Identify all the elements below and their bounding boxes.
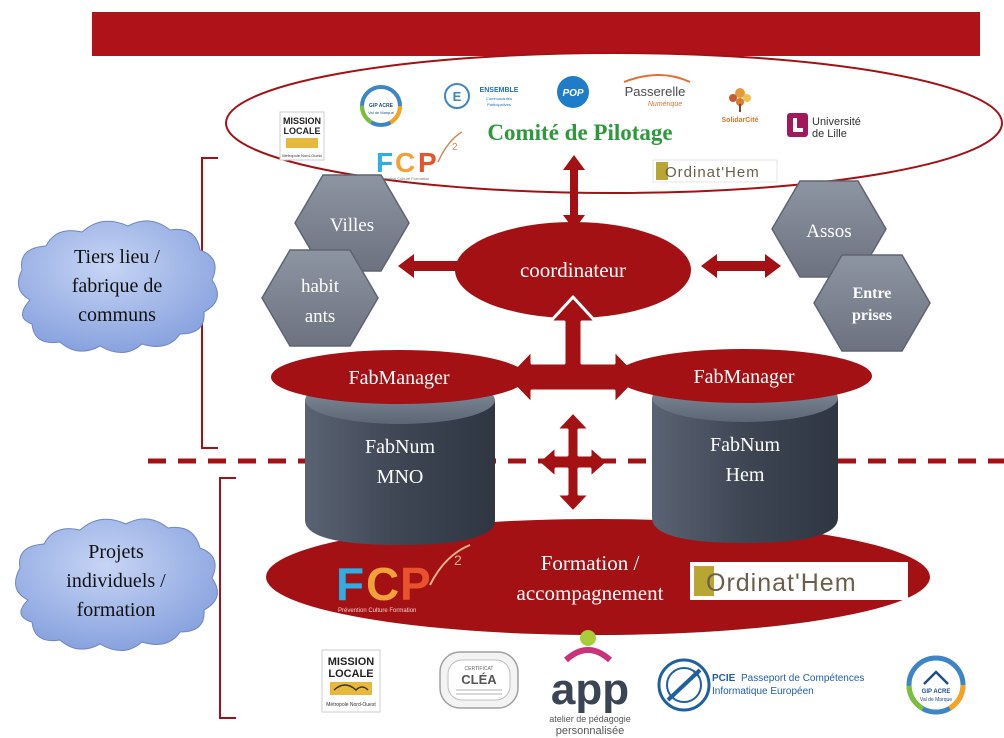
svg-text:ENSEMBLE: ENSEMBLE <box>480 87 519 94</box>
committee-coordinator-arrow <box>563 155 585 230</box>
svg-text:Entre: Entre <box>853 285 892 302</box>
svg-text:LOCALE: LOCALE <box>284 126 321 136</box>
svg-text:GIP ACRE: GIP ACRE <box>369 103 394 109</box>
svg-text:Passeport de Compétences: Passeport de Compétences <box>741 673 864 684</box>
svg-text:Informatique Européen: Informatique Européen <box>712 686 814 697</box>
coordinator: coordinateur <box>455 222 691 318</box>
svg-text:GIP ACRE: GIP ACRE <box>922 689 951 695</box>
svg-text:P: P <box>418 147 437 178</box>
svg-text:SolidarCité: SolidarCité <box>722 117 759 124</box>
svg-text:Val de Marque: Val de Marque <box>368 110 394 115</box>
svg-text:ants: ants <box>305 306 336 327</box>
svg-text:2: 2 <box>454 552 462 568</box>
svg-text:app: app <box>551 665 629 714</box>
hexagon-assos: Assos <box>771 180 887 278</box>
svg-text:2: 2 <box>452 142 458 153</box>
svg-text:P: P <box>400 558 431 610</box>
svg-text:Communautés: Communautés <box>486 96 512 101</box>
formation-content: Formation / accompagnement F C P Prévent… <box>336 544 908 614</box>
ensemble-logo: E ENSEMBLE Communautés Participatives <box>444 83 519 109</box>
svg-text:individuels /: individuels / <box>66 570 166 592</box>
gip-acre-logo-bottom: GIP ACRE Val de Marque <box>906 655 966 715</box>
committee-title: Comité de Pilotage <box>487 120 672 145</box>
svg-text:Tiers lieu /: Tiers lieu / <box>74 246 160 268</box>
svg-text:Assos: Assos <box>806 221 851 242</box>
svg-text:communs: communs <box>78 304 156 326</box>
pop-logo: POP <box>557 76 589 108</box>
mission-locale-logo: MISSION LOCALE Métropole Nord-Ouest <box>279 111 325 161</box>
svg-text:FabManager: FabManager <box>693 366 794 388</box>
committee-ellipse <box>225 52 1003 194</box>
svg-text:Ordinat'Hem: Ordinat'Hem <box>665 164 760 181</box>
steering-committee: Comité de Pilotage MISSION LOCALE Métrop… <box>225 52 1003 194</box>
svg-text:Université: Université <box>812 116 861 128</box>
svg-text:MISSION: MISSION <box>328 656 375 668</box>
svg-text:formation: formation <box>77 599 156 621</box>
svg-text:FabNum: FabNum <box>710 434 780 456</box>
universite-lille-logo: Université de Lille <box>787 113 861 140</box>
svg-text:Prévention Culture Formation: Prévention Culture Formation <box>377 176 429 181</box>
cloud-projets: Projets individuels / formation <box>15 518 218 651</box>
svg-text:E: E <box>453 89 462 104</box>
hexagon-habitants: habit ants <box>261 249 379 347</box>
svg-text:Participatives: Participatives <box>487 102 511 107</box>
svg-text:MISSION: MISSION <box>283 116 321 126</box>
svg-text:prises: prises <box>852 307 892 324</box>
app-logo: app atelier de pédagogie personnalisée <box>549 630 631 737</box>
fabmanager-right: FabManager <box>616 349 872 403</box>
formation-ellipse-group <box>266 519 930 635</box>
svg-text:PCIE: PCIE <box>712 673 736 684</box>
svg-text:FabNum: FabNum <box>365 436 435 458</box>
svg-text:Projets: Projets <box>88 541 144 563</box>
svg-text:Formation /: Formation / <box>541 551 640 575</box>
pcie-logo: PCIE Passeport de Compétences Informatiq… <box>657 658 864 712</box>
svg-text:Hem: Hem <box>726 464 765 486</box>
svg-text:CLÉA: CLÉA <box>461 672 497 687</box>
gip-acre-logo: GIP ACRE Val de Marque <box>360 85 402 127</box>
ordinat-hem-logo-small: Ordinat'Hem <box>652 159 778 183</box>
svg-text:atelier de pédagogie: atelier de pédagogie <box>549 714 631 724</box>
header-banner <box>92 12 980 56</box>
clea-logo: CERTIFICAT CLÉA <box>439 651 519 709</box>
passerelle-logo: Passerelle Numérique <box>623 74 691 108</box>
svg-text:Val de Marque: Val de Marque <box>920 697 952 703</box>
mission-locale-logo-bottom: MISSION LOCALE Métropole Nord-Ouest <box>321 649 381 713</box>
arrow-villes-coordinator <box>398 254 482 278</box>
svg-text:Prévention Culture Formation: Prévention Culture Formation <box>338 608 416 614</box>
fcp-logo-small: F C P Prévention Culture Formation 2 <box>376 131 463 181</box>
ordinat-hem-logo-large: Ordinat'Hem <box>690 562 908 600</box>
fabmanager-left: FabManager <box>271 350 527 404</box>
svg-text:F: F <box>336 558 364 610</box>
solidarcite-logo: SolidarCité <box>722 88 759 124</box>
svg-text:Villes: Villes <box>330 215 374 236</box>
svg-text:C: C <box>395 147 415 178</box>
fcp-logo-large: F C P Prévention Culture Formation 2 <box>336 544 471 614</box>
cloud-tiers-lieu: Tiers lieu / fabrique de communs <box>17 220 218 353</box>
svg-text:FabManager: FabManager <box>348 367 449 389</box>
svg-text:POP: POP <box>562 88 583 99</box>
arrow-coordinator-assos <box>701 254 781 278</box>
svg-text:accompagnement: accompagnement <box>517 581 664 605</box>
hexagon-villes: Villes <box>294 174 410 272</box>
svg-text:Ordinat'Hem: Ordinat'Hem <box>706 569 857 597</box>
svg-text:habit: habit <box>301 276 340 297</box>
svg-text:Métropole Nord-Ouest: Métropole Nord-Ouest <box>326 702 376 708</box>
svg-text:CERTIFICAT: CERTIFICAT <box>465 666 494 672</box>
svg-text:personnalisée: personnalisée <box>556 725 625 737</box>
svg-text:Métropole Nord-Ouest: Métropole Nord-Ouest <box>282 153 322 158</box>
svg-text:C: C <box>366 558 399 610</box>
svg-text:Passerelle: Passerelle <box>625 84 686 99</box>
svg-text:LOCALE: LOCALE <box>328 668 373 680</box>
four-way-arrow-top <box>504 295 642 406</box>
coordinator-label: coordinateur <box>520 258 626 282</box>
svg-text:MNO: MNO <box>377 466 424 488</box>
svg-text:fabrique de: fabrique de <box>72 275 163 297</box>
bracket-bottom <box>219 477 236 719</box>
svg-text:Numérique: Numérique <box>648 101 682 108</box>
hexagon-entreprises: Entre prises <box>813 254 931 352</box>
svg-text:F: F <box>376 147 393 178</box>
svg-text:de Lille: de Lille <box>812 128 847 140</box>
